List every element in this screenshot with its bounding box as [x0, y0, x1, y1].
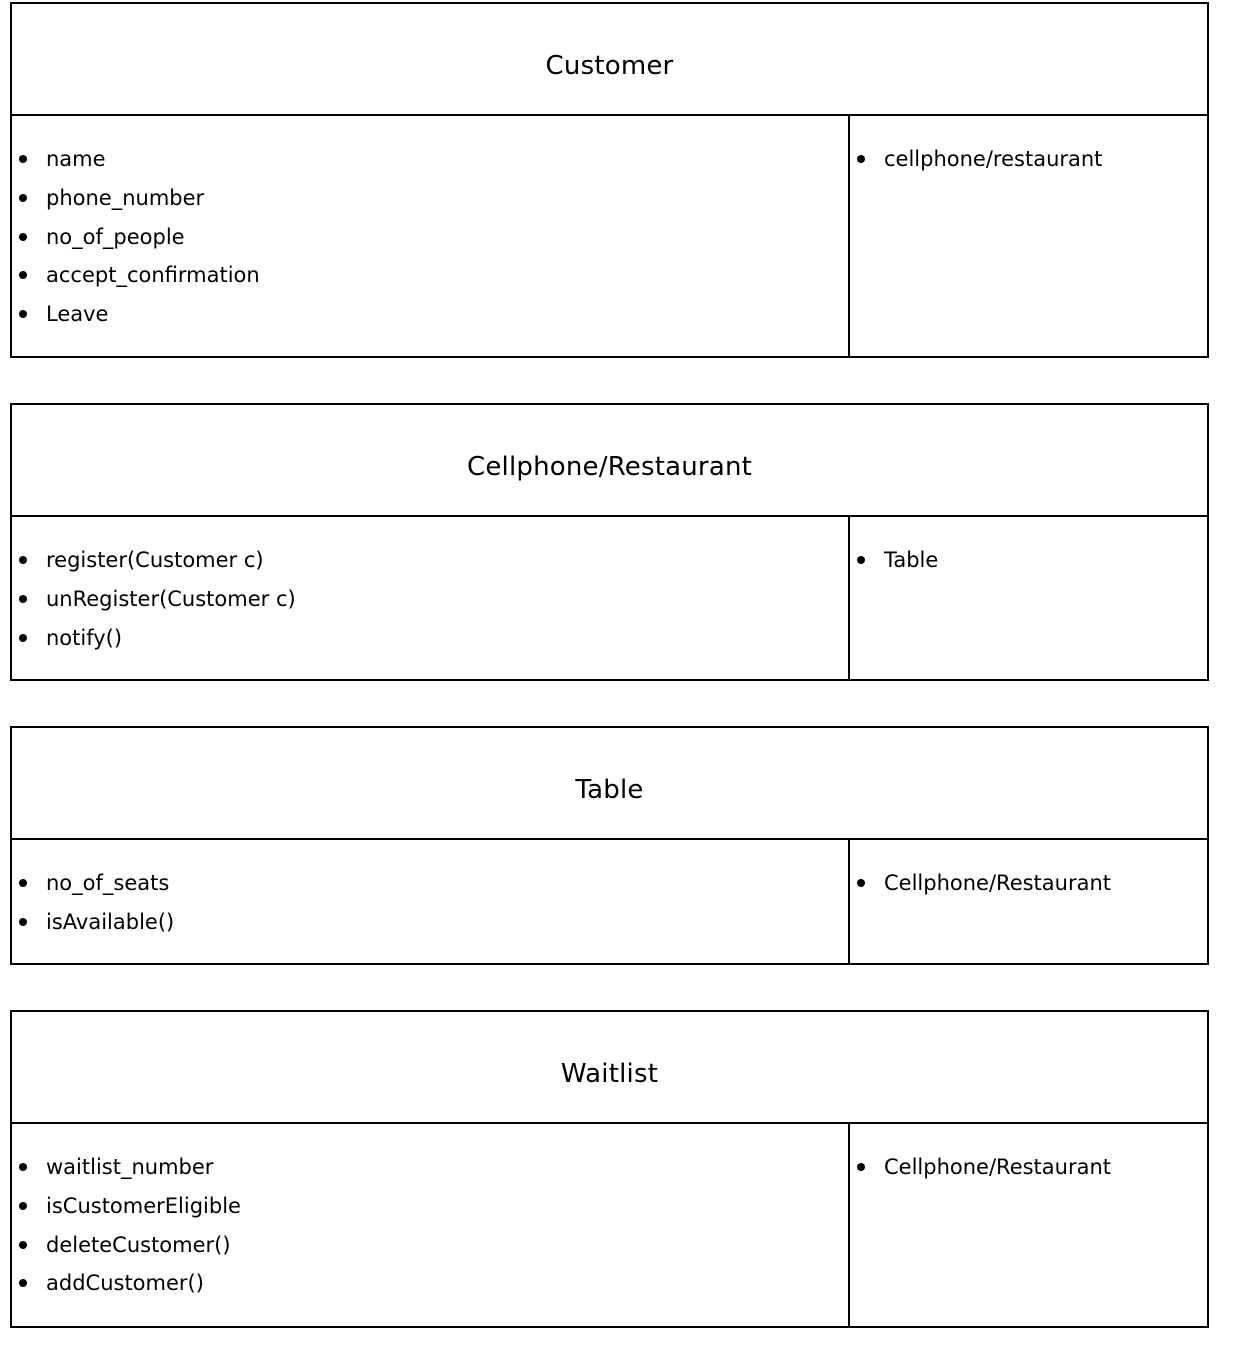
member-item: name [12, 144, 848, 183]
member-item: no_of_people [12, 222, 848, 261]
responsibilities-column: name phone_number no_of_people accept_co… [12, 116, 850, 356]
collaborators-column: Table [850, 517, 1207, 679]
member-item: deleteCustomer() [12, 1230, 848, 1269]
class-title: Customer [545, 51, 674, 81]
class-card-customer: Customer name phone_number no_of_people … [10, 2, 1209, 358]
member-item: isCustomerEligible [12, 1191, 848, 1230]
responsibilities-column: waitlist_number isCustomerEligible delet… [12, 1124, 850, 1326]
class-header: Cellphone/Restaurant [12, 405, 1207, 517]
class-card-waitlist: Waitlist waitlist_number isCustomerEligi… [10, 1010, 1209, 1328]
class-title: Table [575, 775, 644, 805]
collaborator-item: cellphone/restaurant [850, 144, 1207, 183]
collaborator-item: Cellphone/Restaurant [850, 868, 1207, 907]
member-item: isAvailable() [12, 907, 848, 946]
collaborators-column: Cellphone/Restaurant [850, 1124, 1207, 1326]
collaborator-item: Cellphone/Restaurant [850, 1152, 1207, 1191]
collaborators-column: Cellphone/Restaurant [850, 840, 1207, 963]
member-item: unRegister(Customer c) [12, 584, 848, 623]
class-header: Waitlist [12, 1012, 1207, 1124]
member-item: waitlist_number [12, 1152, 848, 1191]
member-item: no_of_seats [12, 868, 848, 907]
class-title: Cellphone/Restaurant [466, 452, 753, 482]
member-item: Leave [12, 299, 848, 338]
class-card-cellphone-restaurant: Cellphone/Restaurant register(Customer c… [10, 403, 1209, 681]
member-item: phone_number [12, 183, 848, 222]
collaborator-item: Table [850, 545, 1207, 584]
member-item: addCustomer() [12, 1268, 848, 1307]
class-header: Customer [12, 4, 1207, 116]
member-item: accept_confirmation [12, 260, 848, 299]
responsibilities-column: no_of_seats isAvailable() [12, 840, 850, 963]
member-item: register(Customer c) [12, 545, 848, 584]
class-title: Waitlist [560, 1059, 659, 1089]
member-item: notify() [12, 623, 848, 662]
class-header: Table [12, 728, 1207, 840]
responsibilities-column: register(Customer c) unRegister(Customer… [12, 517, 850, 679]
class-card-table: Table no_of_seats isAvailable() Cellphon… [10, 726, 1209, 965]
collaborators-column: cellphone/restaurant [850, 116, 1207, 356]
